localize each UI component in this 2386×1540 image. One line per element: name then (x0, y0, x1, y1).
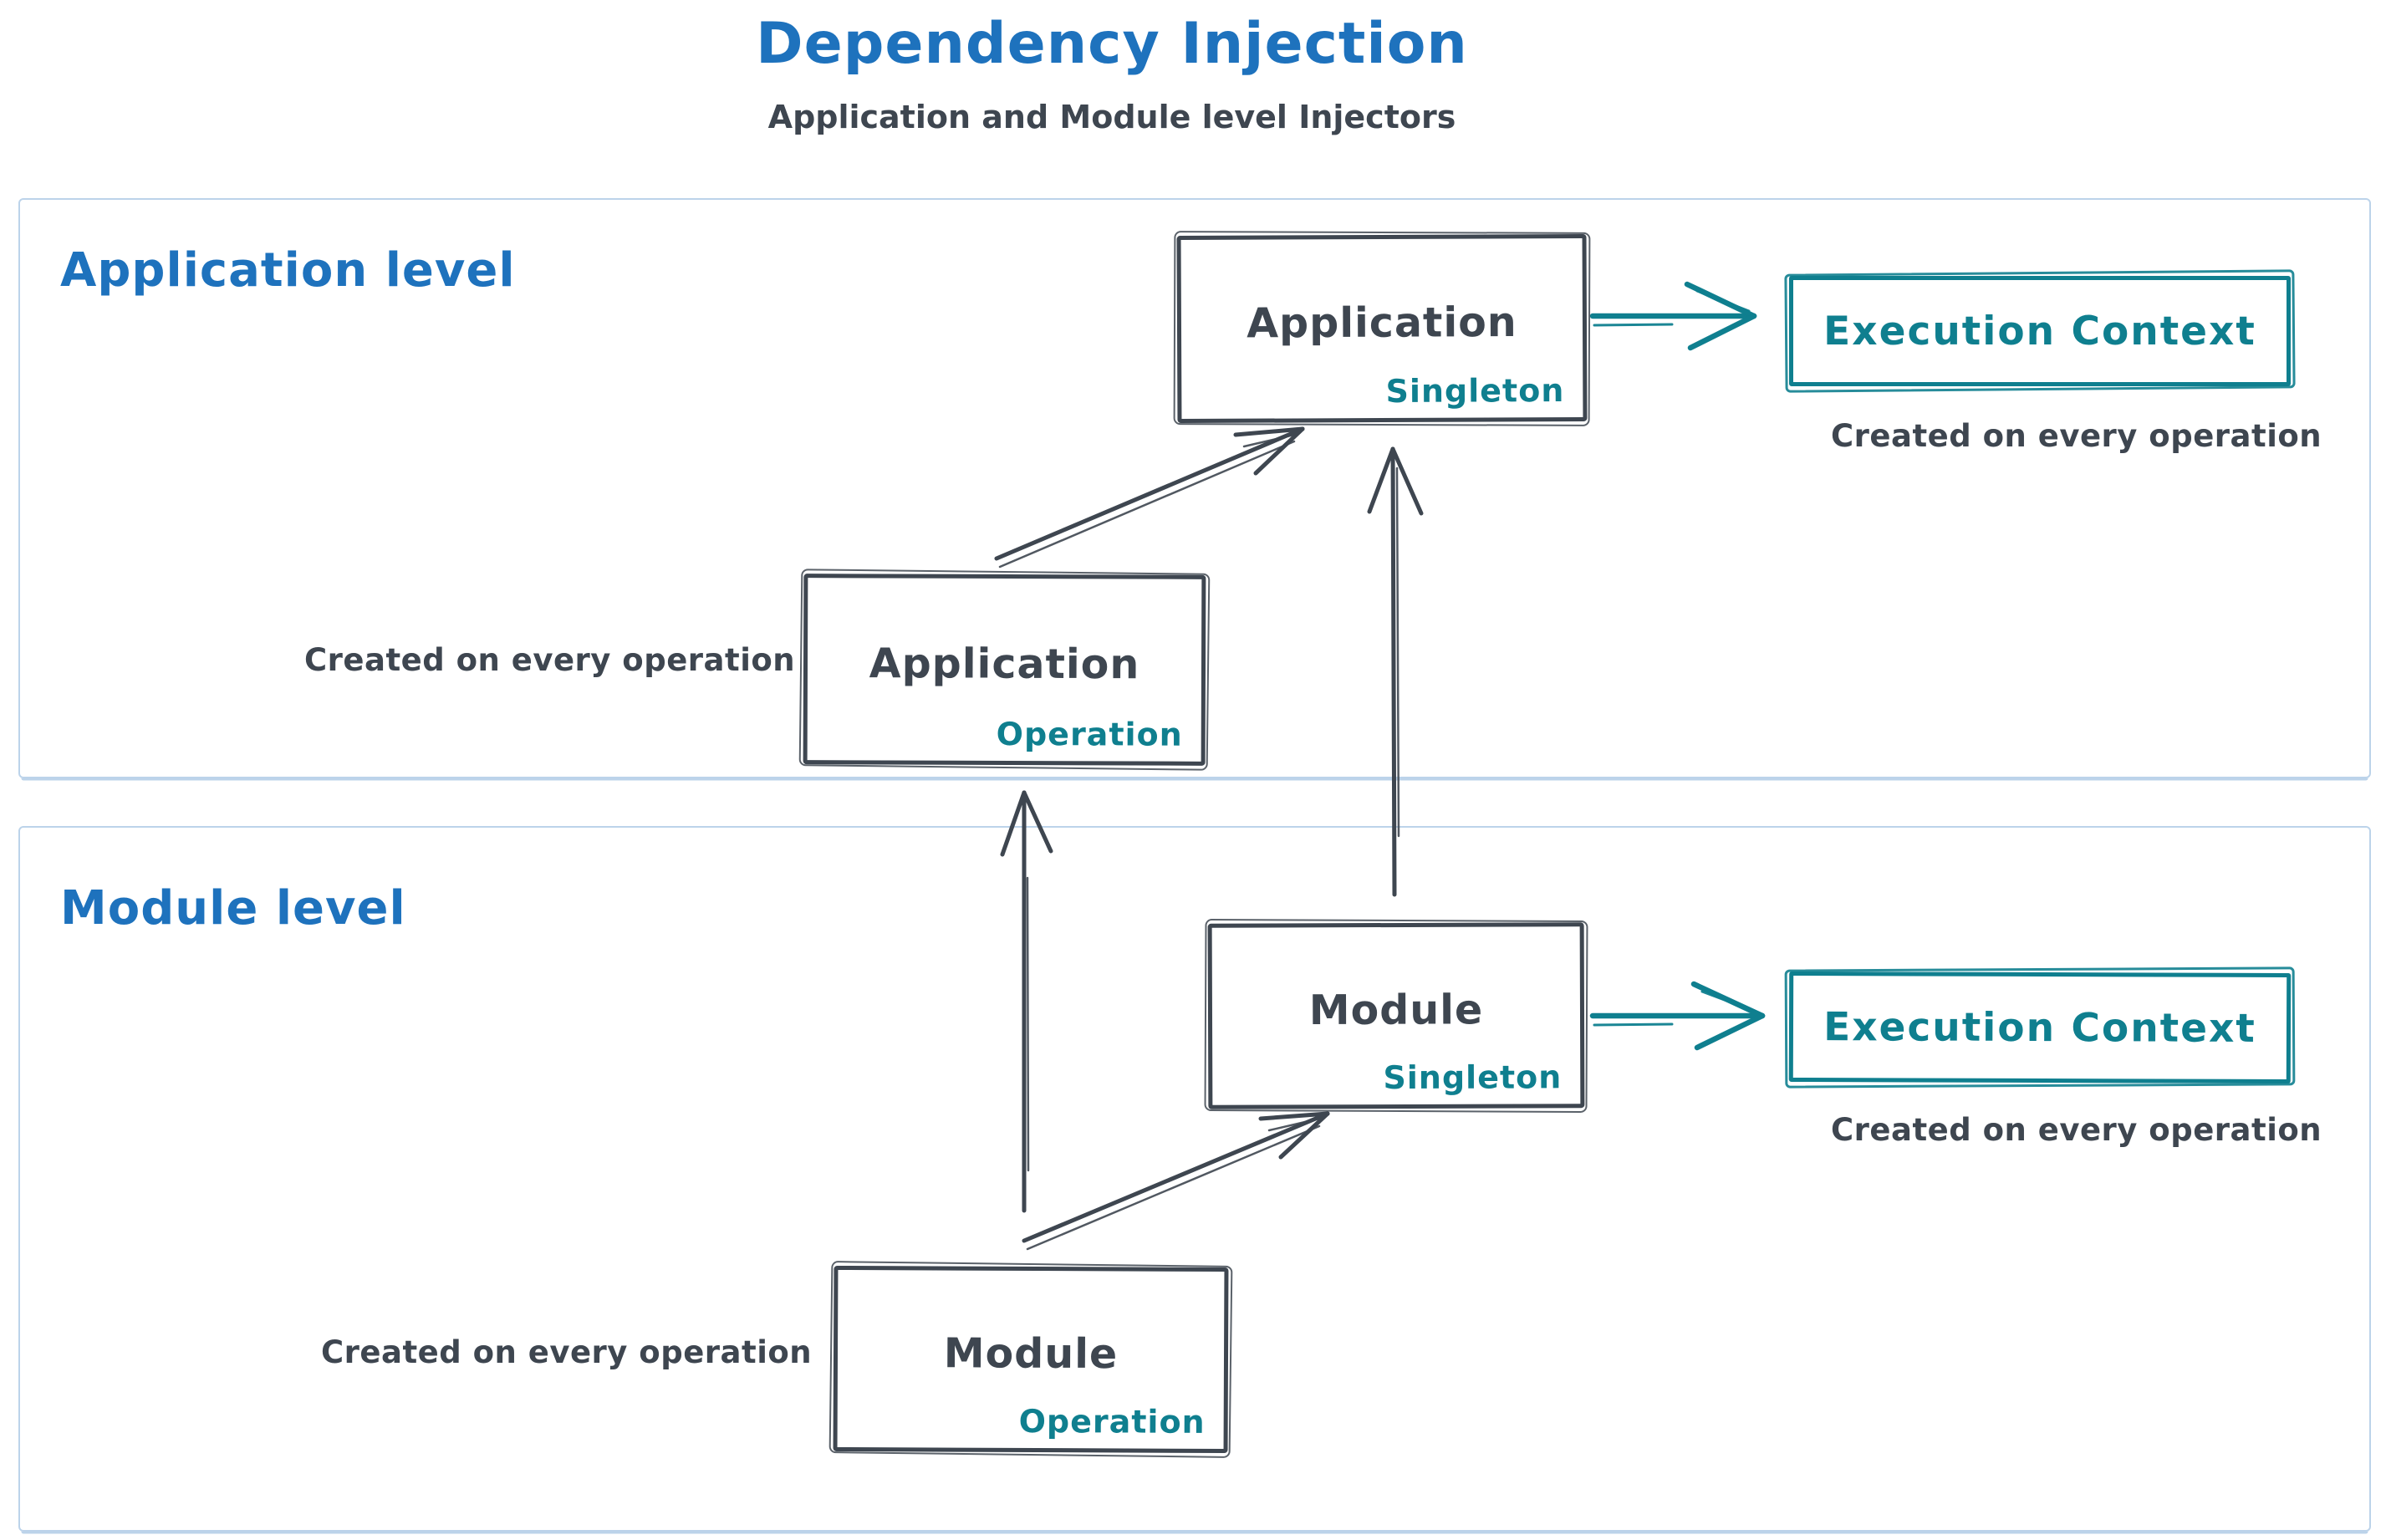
module-operation-scope-label: Operation (1018, 1402, 1206, 1441)
app-operation-caption: Created on every operation (304, 642, 796, 678)
module-execution-context-node: Execution Context (1788, 971, 2292, 1084)
application-level-label: Application level (60, 243, 516, 298)
app-operation-title: Application (869, 640, 1140, 689)
app-execution-context-label: Execution Context (1823, 308, 2256, 354)
module-operation-title: Module (943, 1329, 1119, 1379)
diagram-subtitle: Application and Module level Injectors (767, 99, 1456, 135)
module-singleton-node: Module Singleton (1207, 922, 1585, 1109)
module-singleton-title: Module (1308, 986, 1484, 1035)
app-singleton-node: Application Singleton (1176, 233, 1588, 424)
app-execution-context-caption: Created on every operation (1831, 418, 2322, 454)
module-level-label: Module level (60, 881, 406, 936)
diagram-title: Dependency Injection (756, 11, 1468, 77)
application-level-section: Application level (18, 198, 2371, 778)
module-level-section: Module level (18, 826, 2371, 1532)
app-execution-context-node: Execution Context (1789, 276, 2291, 386)
module-operation-caption: Created on every operation (321, 1334, 813, 1370)
module-execution-context-label: Execution Context (1823, 1003, 2256, 1052)
diagram-header: Dependency Injection Application and Mod… (568, 0, 1655, 136)
app-operation-scope-label: Operation (996, 715, 1183, 753)
module-execution-context-caption: Created on every operation (1831, 1112, 2322, 1148)
app-singleton-title: Application (1247, 298, 1517, 348)
app-singleton-scope-label: Singleton (1385, 372, 1565, 410)
app-operation-node: Application Operation (803, 574, 1206, 766)
module-singleton-scope-label: Singleton (1383, 1058, 1563, 1097)
module-operation-node: Module Operation (833, 1265, 1229, 1454)
